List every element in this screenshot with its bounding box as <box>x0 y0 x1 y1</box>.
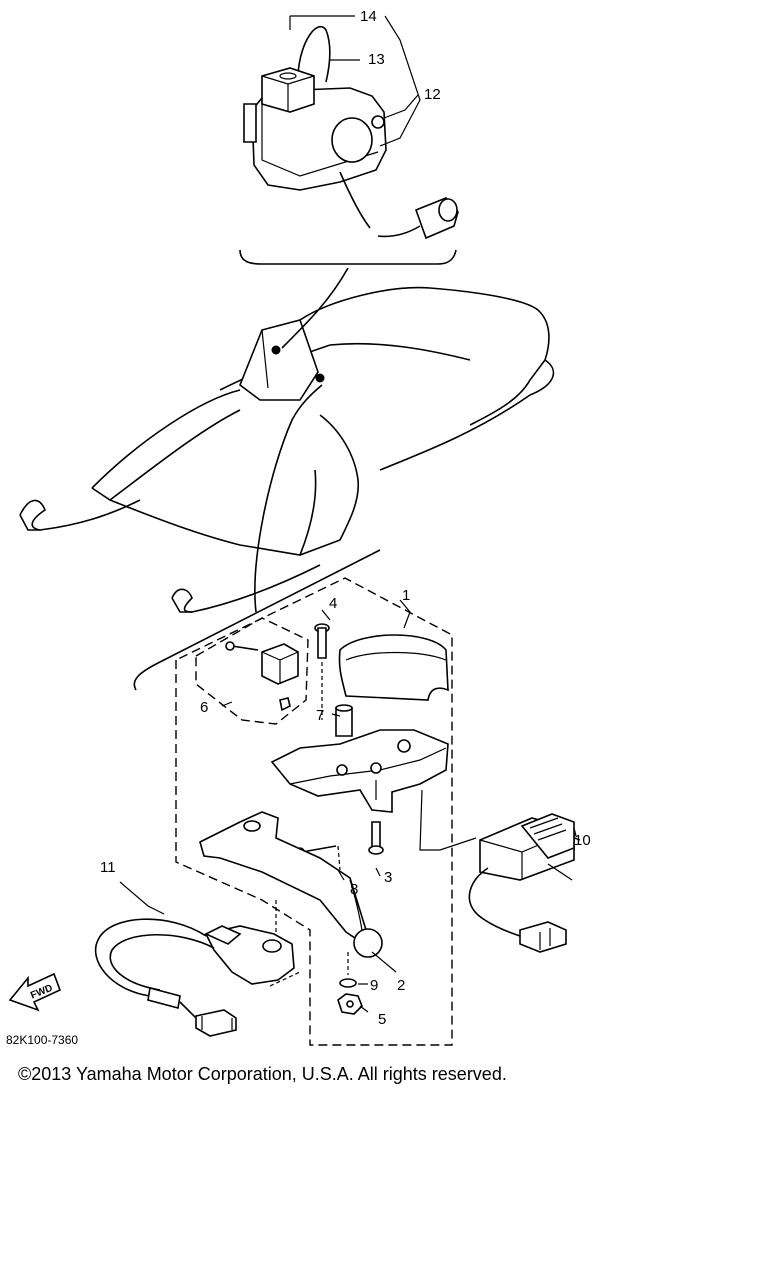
throttle-lever-assembly <box>94 577 581 1046</box>
callout-11: 11 <box>100 859 116 876</box>
callout-12: 12 <box>424 86 441 103</box>
control-unit-assembly <box>243 15 459 240</box>
callout-2: 2 <box>397 977 405 994</box>
callout-9: 9 <box>370 977 378 994</box>
callout-14: 14 <box>360 8 377 25</box>
callout-3: 3 <box>384 869 392 886</box>
drawing-code: 82K100-7360 <box>6 1033 78 1047</box>
callout-7: 7 <box>316 707 324 724</box>
callout-8: 8 <box>350 881 358 898</box>
forward-arrow-icon: FWD <box>8 972 62 1012</box>
callout-1: 1 <box>402 587 410 604</box>
copyright-notice: ©2013 Yamaha Motor Corporation, U.S.A. A… <box>18 1064 507 1084</box>
callout-10: 10 <box>574 832 591 849</box>
callout-5: 5 <box>378 1011 386 1028</box>
snowmobile-outline <box>19 286 555 613</box>
callout-4: 4 <box>329 595 337 612</box>
callout-6: 6 <box>200 699 208 716</box>
callout-13: 13 <box>368 51 385 68</box>
